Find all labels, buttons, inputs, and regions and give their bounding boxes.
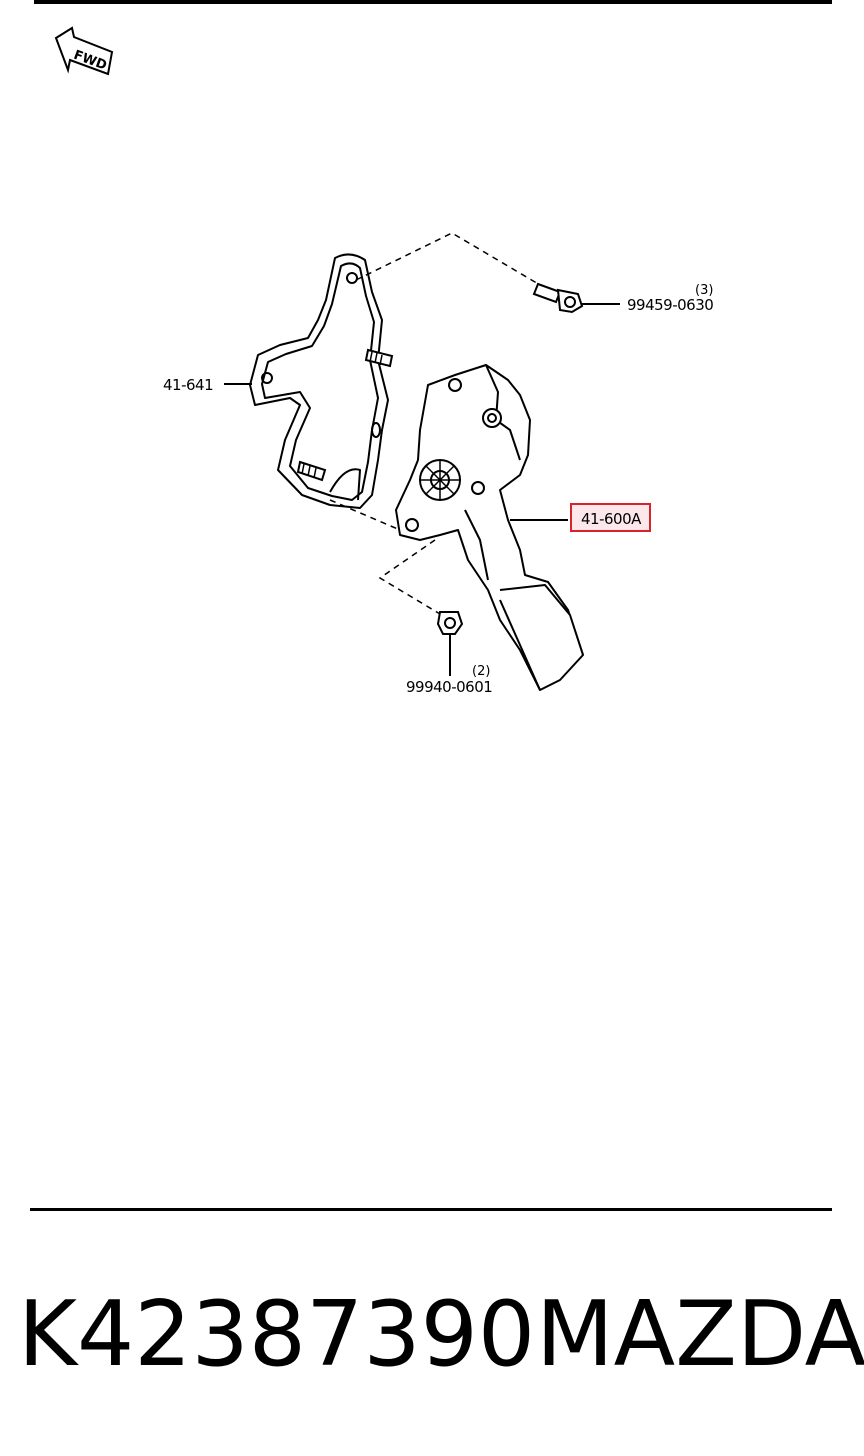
part-number: K42387390 (18, 1282, 536, 1387)
top-divider (34, 0, 832, 4)
pedal-assembly-drawing (395, 364, 584, 691)
assembly-guide-lines (329, 232, 541, 615)
fwd-arrow-icon: FWD (54, 26, 114, 76)
bolt-drawing (532, 282, 584, 314)
callout-41-600a[interactable]: 41-600A (581, 510, 641, 528)
bottom-divider (30, 1208, 832, 1211)
stud-drawing (296, 348, 394, 482)
leader-lines (224, 303, 620, 676)
callout-99940-0601[interactable]: 99940-0601 (406, 678, 493, 696)
selected-part-highlight (570, 503, 651, 532)
callout-qty-99459-0630: (3) (695, 283, 714, 298)
nut-drawing (436, 611, 464, 635)
bracket-drawing (249, 253, 389, 509)
callout-qty-99940-0601: (2) (472, 664, 491, 679)
callout-99459-0630[interactable]: 99459-0630 (627, 296, 714, 314)
parts-diagram: FWD (54, 26, 620, 691)
callout-41-641[interactable]: 41-641 (163, 376, 214, 394)
brand-name: MAZDA (536, 1282, 864, 1387)
